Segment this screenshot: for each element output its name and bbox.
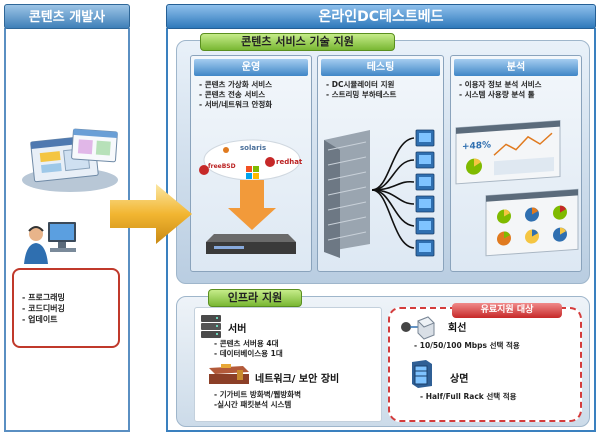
analysis-item: - 시스템 사용량 분석 툴 [459, 90, 535, 99]
developer-task: - 코드디버깅 [22, 304, 65, 313]
server-title: 서버 [228, 324, 247, 335]
server-icon [201, 315, 221, 338]
network-item: -실시간 패킷분석 시스템 [214, 400, 292, 409]
operations-title: 운영 [194, 59, 308, 76]
analysis-title: 분석 [454, 59, 578, 76]
testbed-title: 온라인DC테스트베드 [166, 4, 596, 29]
freebsd-logo: freeBSD [208, 163, 236, 170]
operations-item: - 콘텐츠 전송 서비스 [199, 90, 266, 99]
big-arrow-icon [110, 184, 192, 244]
analytics-dashboard-illustration: +48% [455, 120, 579, 257]
server-item-list: - 콘텐츠 서버용 4대 - 데이터베이스용 1대 [214, 339, 283, 359]
testing-item: - 스트리밍 부하테스트 [326, 90, 397, 99]
developer-title: 콘텐츠 개발사 [4, 4, 130, 29]
infra-support-title: 인프라 지원 [208, 289, 302, 307]
network-item: - 기가비트 방화벽/웹방화벽 [214, 390, 301, 399]
analysis-item: - 이용자 정보 분석 서비스 [459, 80, 542, 89]
testing-item: - DC시뮬레이터 지원 [326, 80, 395, 89]
line-title: 회선 [448, 323, 467, 334]
developer-person-icon [24, 222, 76, 264]
load-test-illustration [324, 129, 435, 258]
os-consolidation-illustration: solaris freeBSD redhat [199, 139, 303, 254]
network-line-icon [401, 316, 435, 340]
firewall-icon [209, 364, 249, 384]
rack-title: 상면 [450, 374, 469, 385]
developer-task: - 프로그래밍 [22, 293, 65, 302]
server-item: - 데이터베이스용 1대 [214, 349, 283, 358]
service-support-title: 콘텐츠 서비스 기술 지원 [200, 33, 395, 51]
rack-detail: - Half/Full Rack 선택 적용 [420, 392, 517, 401]
operations-item: - 서버/네트워크 안정화 [199, 100, 273, 109]
dashboard-value: +48% [462, 140, 491, 152]
line-detail: - 10/50/100 Mbps 선택 적용 [414, 341, 520, 350]
operations-item: - 콘텐츠 가상화 서비스 [199, 80, 273, 89]
developer-task-list: - 프로그래밍 - 코드디버깅 - 업데이트 [12, 268, 120, 348]
paid-support-badge: 유료지원 대상 [452, 303, 562, 318]
rack-icon [412, 360, 432, 388]
server-item: - 콘텐츠 서버용 4대 [214, 339, 279, 348]
network-item-list: - 기가비트 방화벽/웹방화벽 -실시간 패킷분석 시스템 [214, 390, 301, 410]
redhat-logo: redhat [276, 158, 303, 166]
solaris-logo: solaris [240, 144, 266, 152]
software-windows-icon [22, 128, 118, 192]
server-rack-icon [324, 130, 370, 258]
developer-task: - 업데이트 [22, 315, 58, 324]
network-title: 네트워크/ 보안 장비 [255, 374, 340, 385]
testing-title: 테스팅 [321, 59, 440, 76]
